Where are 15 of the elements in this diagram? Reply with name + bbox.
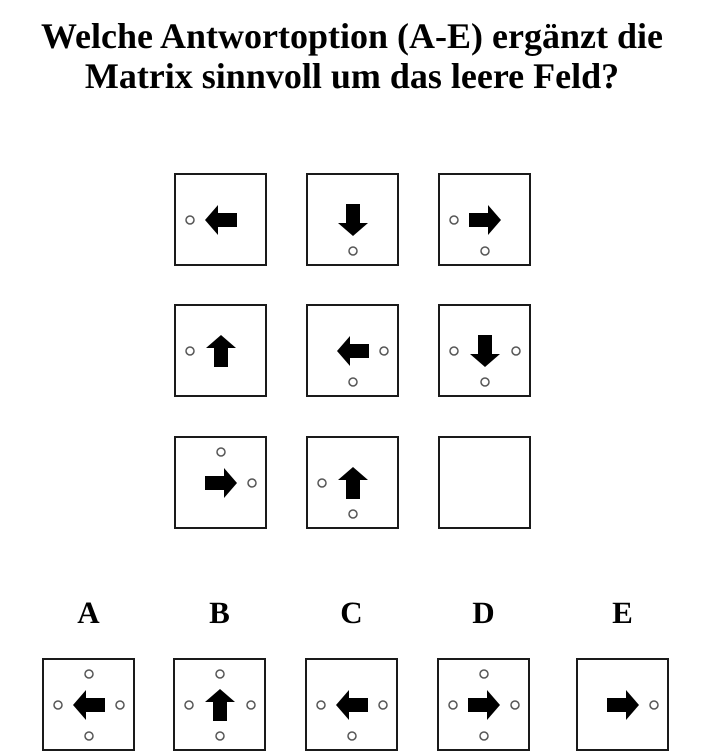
- matrix-cell: [306, 173, 399, 266]
- matrix-cell: [174, 304, 267, 397]
- matrix-cell: [438, 173, 531, 266]
- question-title: Welche Antwortoption (A-E) ergänzt die Matrix sinnvoll um das leere Feld?: [40, 16, 664, 96]
- option-letter: C: [339, 596, 364, 630]
- option-letter: A: [76, 596, 101, 630]
- option-letter: E: [611, 596, 634, 630]
- option-letter: D: [471, 596, 496, 630]
- matrix-cell: [174, 436, 267, 529]
- option-letter: B: [208, 596, 231, 630]
- matrix-cell: [174, 173, 267, 266]
- matrix-cell: [438, 304, 531, 397]
- matrix-cell: [306, 436, 399, 529]
- matrix-cell: [306, 304, 399, 397]
- matrix-cell: [438, 436, 531, 529]
